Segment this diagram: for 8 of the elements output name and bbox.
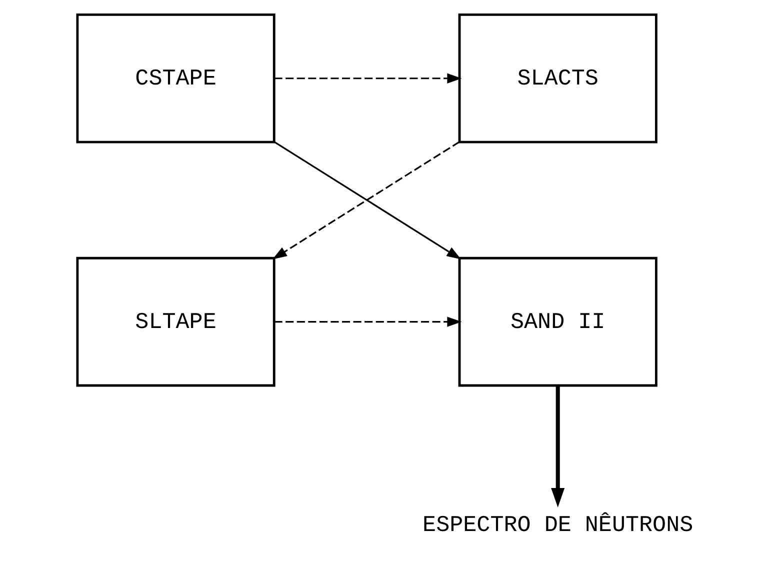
arrow bbox=[551, 386, 565, 508]
node-box: SAND II bbox=[458, 256, 658, 387]
arrow bbox=[274, 316, 462, 327]
node-text: ESPECTRO DE NÊUTRONS bbox=[422, 512, 694, 538]
node-box: SLACTS bbox=[458, 13, 658, 144]
node-box: SLTAPE bbox=[76, 256, 276, 387]
arrow bbox=[274, 73, 462, 84]
node-box: CSTAPE bbox=[76, 13, 276, 144]
